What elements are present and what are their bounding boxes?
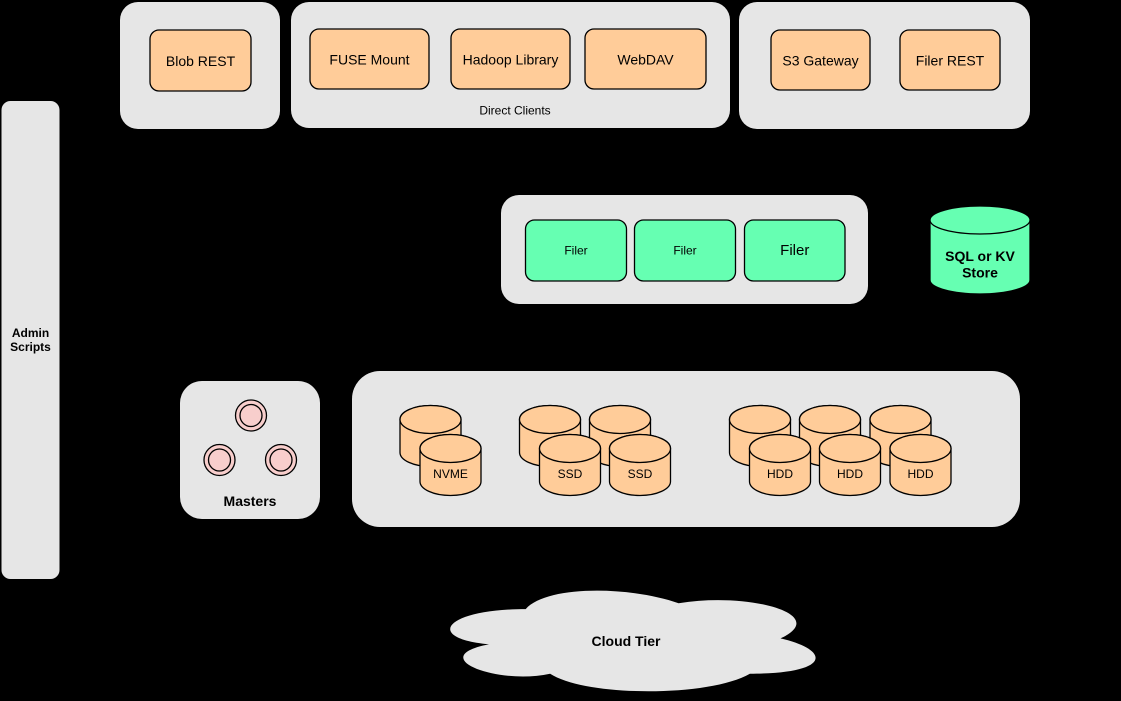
node-s3-gateway: S3 Gateway xyxy=(770,29,871,91)
ssd-label-1: SSD xyxy=(558,467,583,481)
disk-ssd-2: SSD xyxy=(608,433,672,497)
admin-scripts-label-line1: Admin xyxy=(12,326,49,340)
node-filer-rest: Filer REST xyxy=(899,29,1001,91)
disk-nvme: NVME xyxy=(419,433,482,497)
node-filer-2: Filer xyxy=(633,219,737,282)
filer-rest-label: Filer REST xyxy=(916,53,985,69)
disk-ssd-1: SSD xyxy=(538,433,602,497)
direct-clients-label: Direct Clients xyxy=(479,104,550,118)
hadoop-library-label: Hadoop Library xyxy=(463,52,559,68)
group-volume-servers: NVME SSD SSD xyxy=(352,371,1020,527)
admin-scripts-label-line2: Scripts xyxy=(10,340,51,354)
hdd-label-2: HDD xyxy=(837,467,863,481)
hdd-label-1: HDD xyxy=(767,467,793,481)
fuse-mount-label: FUSE Mount xyxy=(329,52,409,68)
hdd-label-3: HDD xyxy=(908,467,934,481)
metadata-store-cylinder-top xyxy=(929,205,1031,235)
cloud-tier-label: Cloud Tier xyxy=(592,633,662,649)
disk-hdd-2: HDD xyxy=(818,433,882,497)
disk-hdd-3: HDD xyxy=(889,433,952,497)
node-blob-rest: Blob REST xyxy=(149,29,252,92)
node-filer-3: Filer xyxy=(743,219,846,282)
masters-label: Masters xyxy=(224,493,277,509)
nvme-label: NVME xyxy=(433,467,468,481)
node-hadoop-library: Hadoop Library xyxy=(450,28,571,90)
node-metadata-store: SQL or KV Store xyxy=(929,205,1031,295)
ssd-label-2: SSD xyxy=(628,467,653,481)
master-node-1 xyxy=(234,399,268,432)
node-webdav: WebDAV xyxy=(584,28,707,90)
group-blob-rest: Blob REST xyxy=(120,2,280,129)
node-admin-scripts: Admin Scripts xyxy=(1,101,60,579)
master-node-3 xyxy=(264,443,298,477)
disk-hdd-1: HDD xyxy=(748,433,812,497)
filer-3-label: Filer xyxy=(780,242,809,259)
group-direct-clients: FUSE Mount Hadoop Library WebDAV Direct … xyxy=(291,2,730,128)
node-cloud-tier: Cloud Tier xyxy=(450,590,816,692)
s3-gateway-label: S3 Gateway xyxy=(782,53,858,69)
master-node-2 xyxy=(203,443,236,477)
webdav-label: WebDAV xyxy=(617,52,674,68)
metadata-store-label-line1: SQL or KV xyxy=(945,248,1015,264)
metadata-store-label-line2: Store xyxy=(962,265,998,281)
filer-2-label: Filer xyxy=(673,244,696,258)
filer-1-label: Filer xyxy=(564,244,587,258)
group-gateways: S3 Gateway Filer REST xyxy=(739,2,1030,129)
masters-container xyxy=(180,381,320,519)
node-fuse-mount: FUSE Mount xyxy=(309,28,430,90)
group-filers: Filer Filer Filer xyxy=(501,195,868,304)
disk-hdd-back-3 xyxy=(869,404,932,468)
cloud-shape xyxy=(450,590,816,692)
group-masters: Masters xyxy=(180,381,320,519)
blob-rest-label: Blob REST xyxy=(166,53,236,69)
admin-scripts-box xyxy=(1,101,60,579)
node-filer-1: Filer xyxy=(524,219,628,282)
